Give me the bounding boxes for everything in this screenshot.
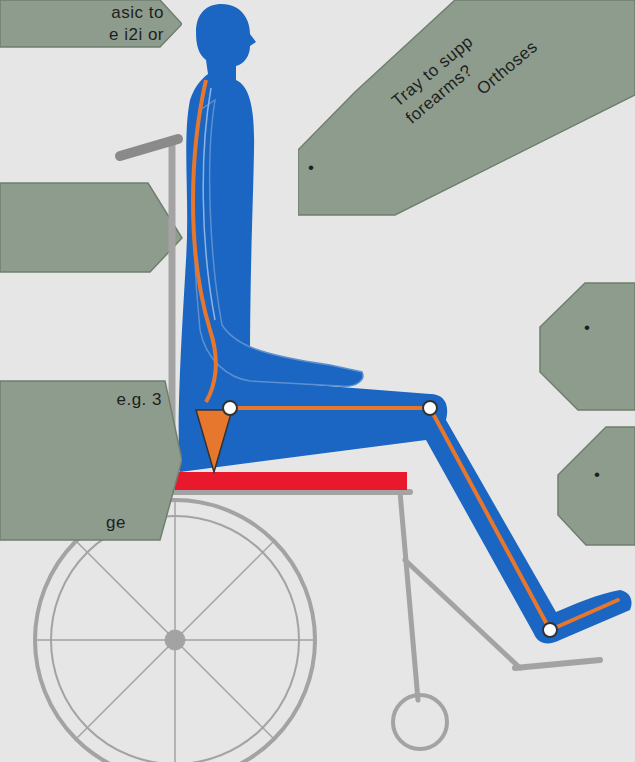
callout-shape [538,282,635,412]
push-handle [120,139,178,156]
bullet: • [308,158,314,178]
callout-box: Tray to suppforearms?Orthoses• [298,0,635,217]
limb-lines [230,408,618,630]
callout-shape [298,0,635,217]
callout-text: e.g. 3 [116,390,162,410]
bullet: • [594,465,600,485]
back-support [203,88,215,320]
joint-dots [223,401,557,637]
callout-box: • [538,282,635,412]
callout-box [0,183,182,272]
callout-box: e.g. 3 ge [0,380,182,542]
seat-cushion [175,472,407,490]
spine-line [193,80,216,402]
pelvis-wedge [196,410,232,472]
callout-box: asic toe i2i or [0,0,182,48]
callout-text: e i2i or [109,25,164,45]
bullet: ge [106,513,126,533]
callout-text: asic to [111,3,164,23]
callout-shape [556,425,635,547]
bullet: • [584,318,590,338]
callout-box: • [556,425,635,547]
